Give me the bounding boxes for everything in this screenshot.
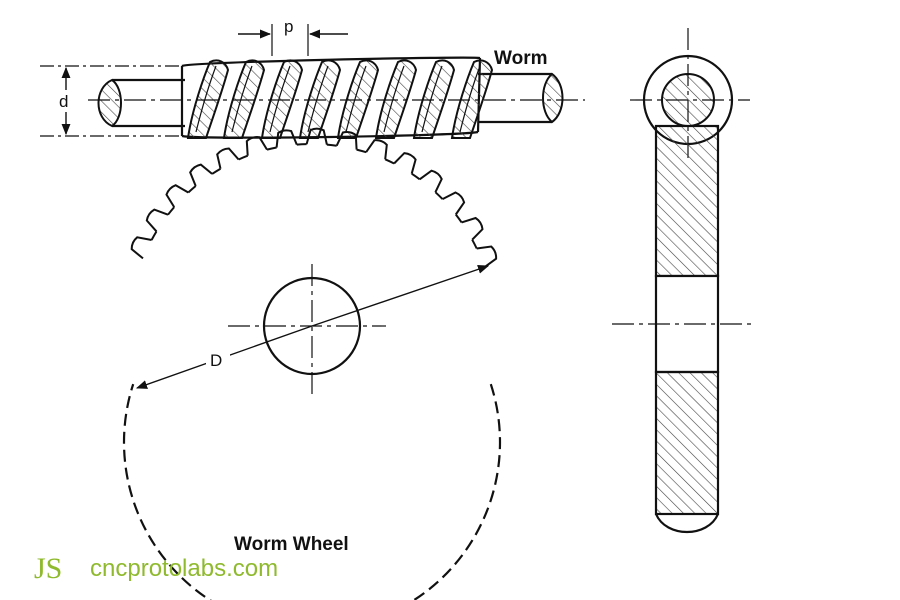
- wheel-tooth-root: [266, 146, 277, 151]
- wheel-tooth: [275, 129, 298, 148]
- wheel-diameter-dimension: D: [135, 265, 490, 389]
- wheel-tooth-root: [356, 148, 367, 154]
- wheel-tooth: [165, 184, 189, 208]
- side-section-view: [612, 28, 756, 534]
- wheel-tooth: [245, 136, 268, 156]
- label-worm-diameter: d: [59, 92, 68, 111]
- label-pitch: p: [284, 17, 293, 36]
- side-wheel-section: [654, 124, 720, 534]
- worm-shaft-right: [478, 72, 564, 124]
- pitch-dimension: p: [238, 17, 348, 56]
- wheel-tooth: [461, 216, 484, 241]
- wheel-tooth-root: [167, 206, 175, 216]
- wheel-tooth-root: [384, 158, 395, 165]
- worm-shaft-left: [97, 78, 185, 128]
- worm-diameter-dimension: d: [40, 65, 180, 137]
- label-wheel-diameter: D: [210, 351, 222, 370]
- wheel-tooth-root: [211, 167, 222, 175]
- wheel-tooth-root: [187, 185, 197, 194]
- wheel-tooth: [130, 236, 152, 260]
- wheel-tooth: [442, 191, 466, 216]
- wheel-tooth: [145, 208, 169, 233]
- worm-wheel-teeth: [130, 127, 498, 269]
- wheel-tooth: [365, 139, 388, 160]
- worm-thread-body: [180, 56, 494, 139]
- wheel-tooth-root: [238, 154, 249, 161]
- wheel-tooth: [393, 152, 417, 174]
- worm-wheel-rim: [122, 383, 502, 600]
- wheel-tooth-root: [455, 213, 463, 223]
- wheel-tooth: [189, 163, 213, 187]
- wheel-tooth-root: [150, 230, 158, 241]
- wheel-tooth: [419, 169, 443, 193]
- worm-view: d p Worm: [40, 17, 585, 139]
- worm-wheel-view: D Worm Wheel: [122, 127, 502, 600]
- watermark-site: cncprotolabs.com: [90, 555, 278, 582]
- wheel-tooth-root: [434, 191, 444, 200]
- wheel-tooth: [216, 147, 240, 169]
- wheel-tooth-root: [296, 143, 307, 146]
- wheel-tooth-root: [471, 239, 478, 249]
- watermark-logo: JS: [34, 552, 62, 585]
- wheel-tooth: [335, 130, 358, 150]
- label-worm: Worm: [494, 48, 547, 69]
- wheel-tooth-root: [326, 143, 337, 147]
- wheel-tooth: [476, 245, 498, 269]
- watermark: JS cncprotolabs.com: [34, 552, 278, 585]
- wheel-tooth-root: [411, 172, 421, 181]
- wheel-tooth: [305, 127, 328, 145]
- label-worm-wheel: Worm Wheel: [234, 534, 349, 555]
